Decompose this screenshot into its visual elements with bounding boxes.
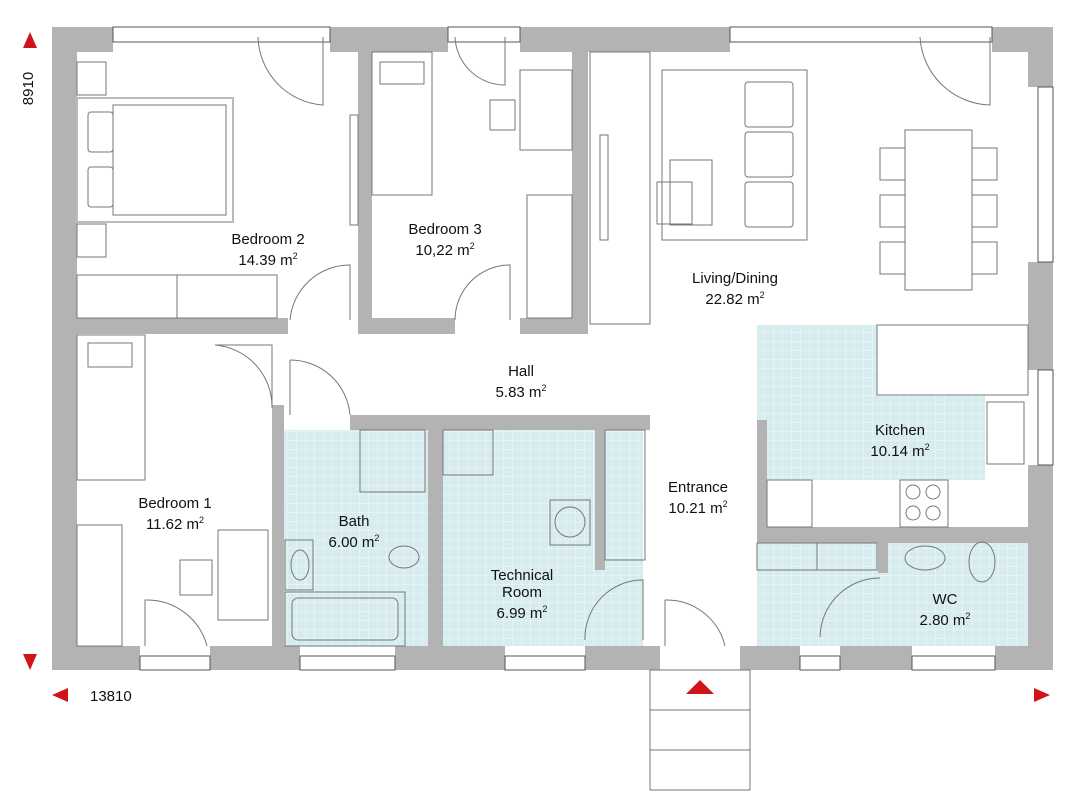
walls [52,27,1053,670]
arrow-right-icon [1034,688,1050,702]
windows [112,26,1054,671]
arrow-down-icon [23,654,37,670]
entrance-arrow-icon [686,680,714,694]
height-dimension: 8910 [20,71,38,106]
width-dimension: 13810 [90,688,132,705]
furniture [76,36,1029,791]
arrow-left-icon [52,688,68,702]
arrow-up-icon [23,32,37,48]
dimension-arrows [23,32,1050,702]
tiled-floors [283,325,1028,646]
